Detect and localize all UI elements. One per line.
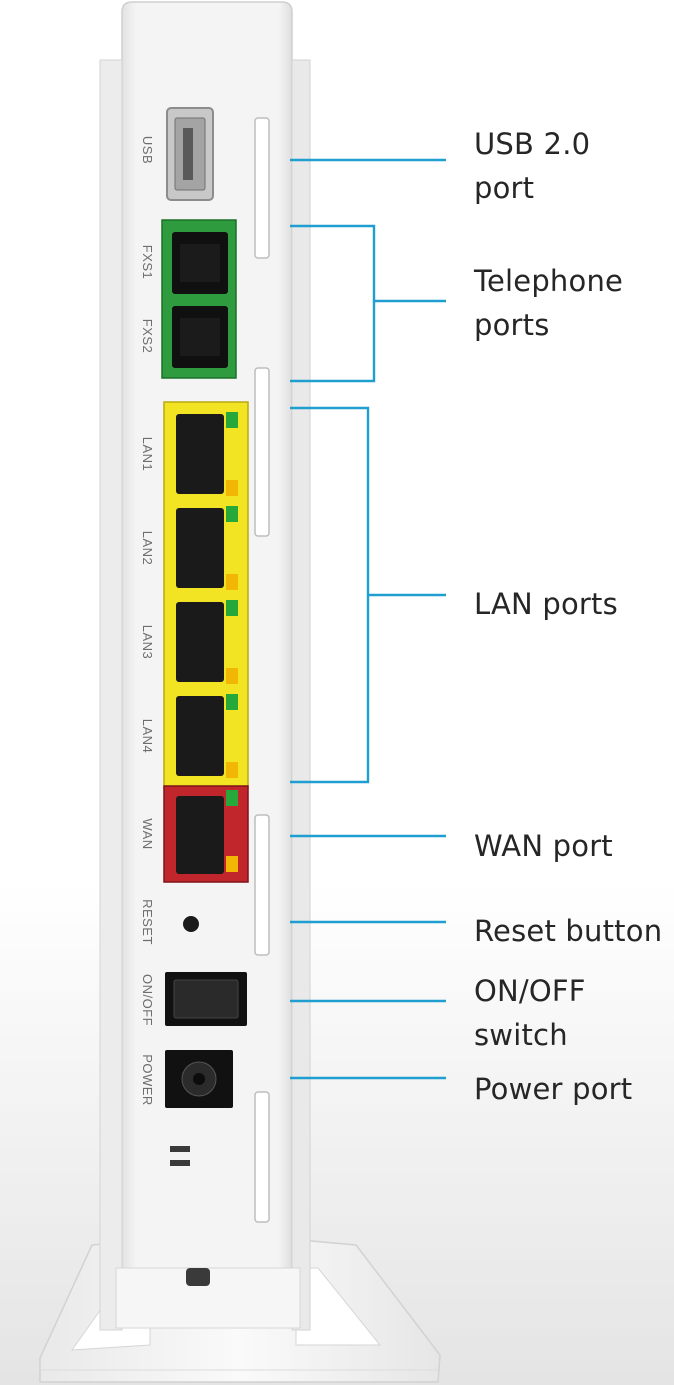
callout-wan-line-1: WAN port [474, 829, 613, 863]
callout-lan: LAN ports [474, 582, 618, 626]
power-port [165, 1050, 233, 1108]
callout-wan: WAN port [474, 824, 613, 868]
fxs1-label: FXS1 [140, 245, 155, 280]
lan1-label: LAN1 [140, 437, 155, 472]
lan2-label: LAN2 [140, 531, 155, 566]
wan-port [163, 785, 249, 883]
power-label: POWER [140, 1054, 155, 1106]
callout-reset-line-1: Reset button [474, 914, 663, 948]
callout-reset: Reset button [474, 909, 662, 953]
reset-button [183, 916, 199, 932]
usb-port [166, 107, 214, 201]
onoff-label: ON/OFF [140, 974, 155, 1026]
callout-onoff-line-2: switch [474, 1018, 568, 1052]
callout-onoff: ON/OFF switch [474, 969, 586, 1057]
vent-slots [254, 117, 270, 1223]
callout-lan-line-1: LAN ports [474, 587, 618, 621]
lan3-label: LAN3 [140, 625, 155, 660]
lan4-label: LAN4 [140, 719, 155, 754]
callout-power: Power port [474, 1067, 632, 1111]
callout-power-line-1: Power port [474, 1072, 633, 1106]
callout-usb: USB 2.0 port [474, 122, 590, 210]
usb-label: USB [140, 136, 155, 164]
callout-telephone: Telephone ports [474, 259, 623, 347]
leader-lines [290, 158, 446, 1080]
reset-label: RESET [140, 899, 155, 945]
leader-lan [290, 406, 446, 784]
onoff-switch [165, 972, 247, 1026]
callout-telephone-line-2: ports [474, 308, 550, 342]
callout-usb-line-2: port [474, 171, 535, 205]
wan-label: WAN [140, 818, 155, 849]
callout-telephone-line-1: Telephone [474, 264, 624, 298]
lan-ports [163, 401, 249, 789]
telephone-ports [161, 219, 237, 379]
callout-usb-line-1: USB 2.0 [474, 127, 591, 161]
lock-slot-mark [170, 1146, 190, 1166]
leader-telephone [290, 224, 446, 383]
callout-onoff-line-1: ON/OFF [474, 974, 586, 1008]
fxs2-label: FXS2 [140, 319, 155, 354]
